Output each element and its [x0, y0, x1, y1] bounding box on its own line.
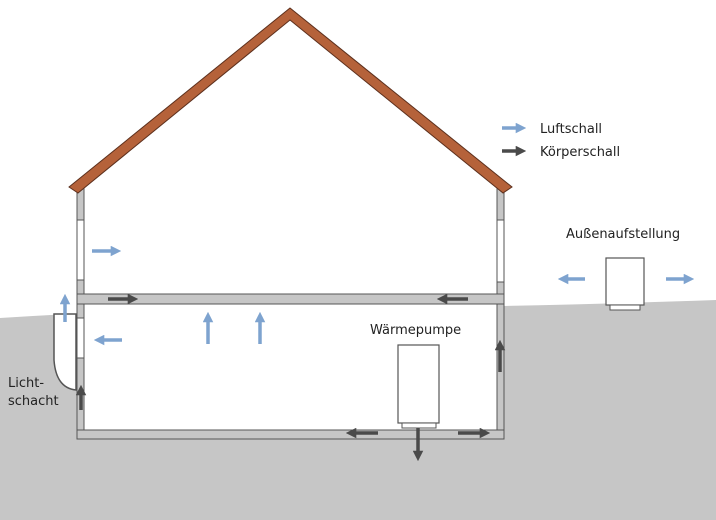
roof: [68, 7, 513, 194]
heat-pump-label: Wärmepumpe: [370, 323, 461, 338]
basement-slab: [76, 429, 505, 440]
window-left-basement: [76, 317, 85, 359]
legend-structure-label: Körperschall: [540, 145, 620, 160]
upper-floor-interior: [84, 184, 497, 294]
air-sound-arrows: [59, 245, 695, 346]
heat-pump-indoor: [397, 344, 440, 429]
window-right-upper: [496, 219, 505, 283]
outdoor-unit: [605, 257, 645, 311]
window-left-upper: [76, 219, 85, 281]
floor-slab: [76, 293, 505, 305]
legend-air-label: Luftschall: [540, 122, 602, 137]
outdoor-label: Außenaufstellung: [566, 227, 680, 242]
house: [76, 17, 505, 440]
legend: Luftschall Körperschall: [502, 122, 620, 160]
structure-sound-arrows: [75, 293, 506, 462]
light-shaft-label-line2: schacht: [8, 394, 59, 409]
light-shaft-label-line1: Licht-: [8, 376, 44, 391]
